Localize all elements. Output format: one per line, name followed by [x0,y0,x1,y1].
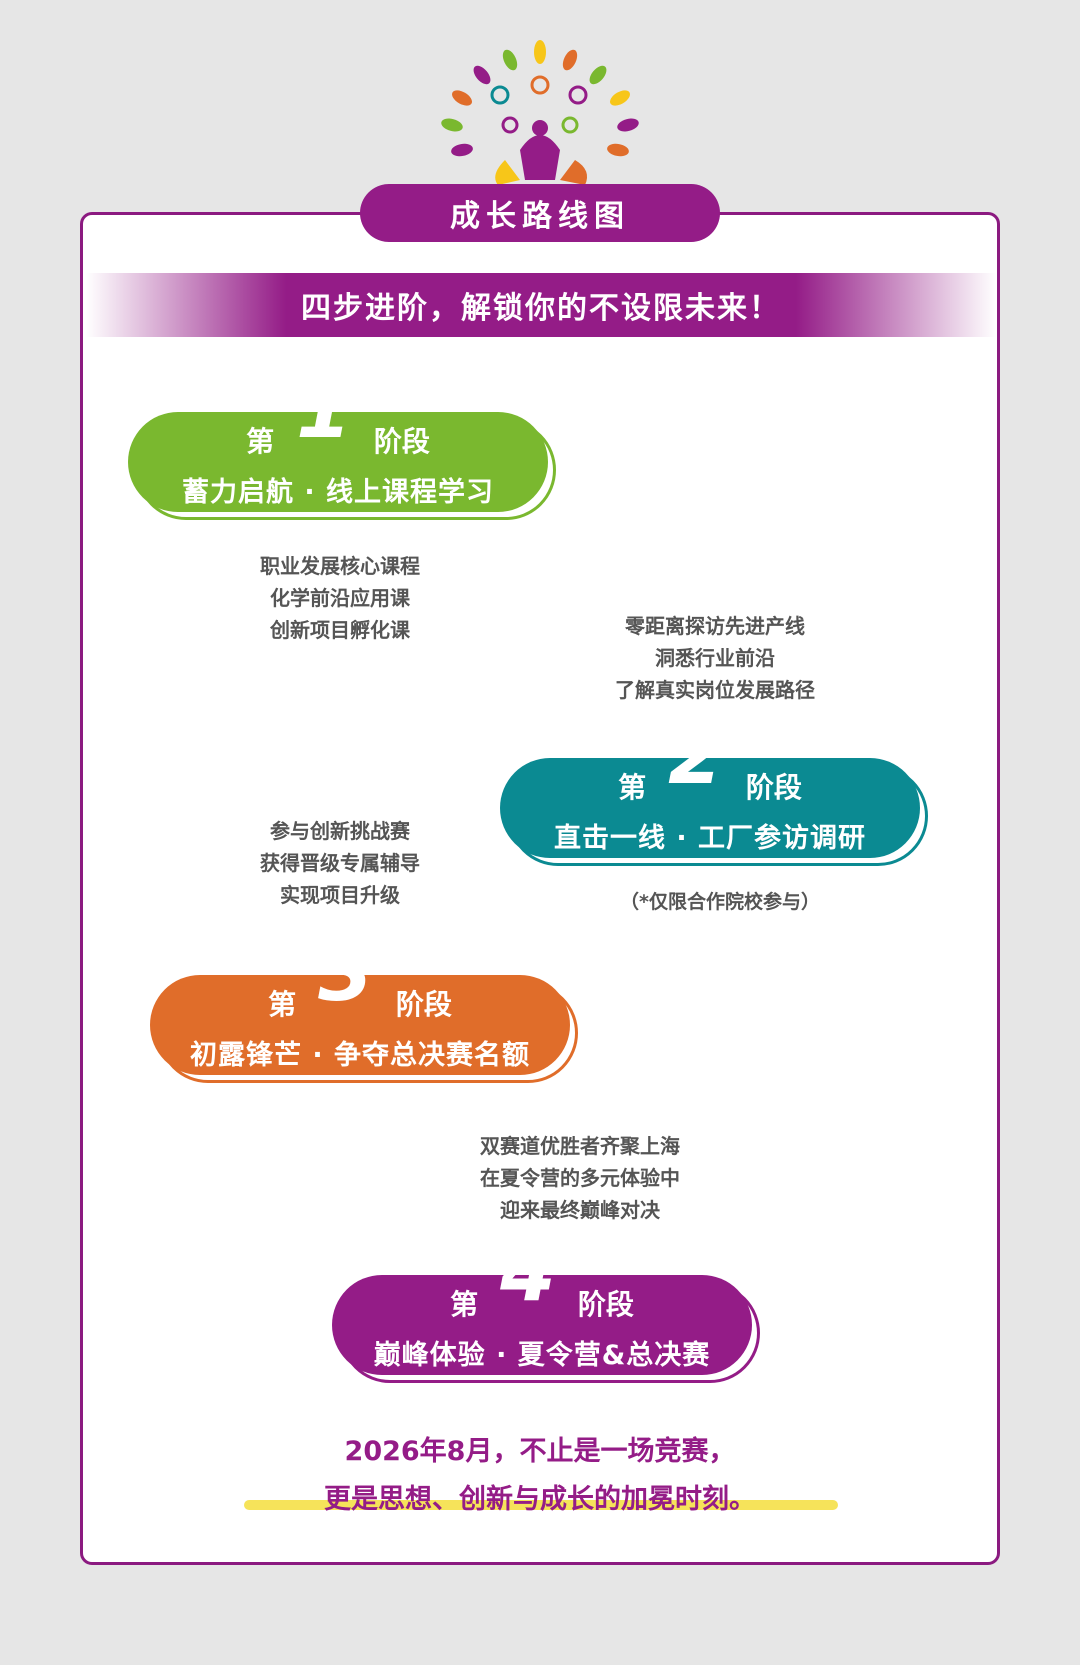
stage-2-details: 零距离探访先进产线 洞悉行业前沿 了解真实岗位发展路径 [570,610,860,706]
stage-number: 4 [500,1226,556,1319]
closing-statement: 2026年8月，不止是一场竞赛， 更是思想、创新与成长的加冕时刻。 [200,1428,880,1524]
slogan-banner: 四步进阶，解锁你的不设限未来！ [86,273,996,337]
stage-4-details: 双赛道优胜者齐聚上海 在夏令营的多元体验中 迎来最终巅峰对决 [440,1130,720,1226]
detail-line: 了解真实岗位发展路径 [615,678,815,702]
detail-line: 化学前沿应用课 [270,586,410,610]
detail-line: 迎来最终巅峰对决 [500,1198,660,1222]
page-title: 成长路线图 [360,184,720,242]
stage-1-details: 职业发展核心课程 化学前沿应用课 创新项目孵化课 [220,550,460,646]
detail-line: 双赛道优胜者齐聚上海 [480,1134,680,1158]
stage-number: 1 [296,363,352,456]
detail-line: 获得晋级专属辅导 [260,851,420,875]
stage-suffix: 阶段 [577,1288,634,1321]
stage-suffix: 阶段 [745,771,802,804]
stage-subtitle: 蓄力启航 · 线上课程学习 [181,477,495,508]
text-highlight [244,1500,838,1510]
detail-line: 职业发展核心课程 [260,554,420,578]
stage-subtitle: 直击一线 · 工厂参访调研 [553,823,867,854]
stage-number: 2 [668,709,724,802]
stage-word: 第 [618,771,647,804]
detail-line: 洞悉行业前沿 [655,646,775,670]
stage-4: 第 4 阶段 巅峰体验 · 夏令营&总决赛 [332,1233,760,1383]
closing-line-1: 2026年8月，不止是一场竞赛， [344,1436,736,1467]
detail-line: 实现项目升级 [280,883,400,907]
detail-line: 零距离探访先进产线 [625,614,805,638]
detail-line: 创新项目孵化课 [270,618,410,642]
stage-subtitle: 初露锋芒 · 争夺总决赛名额 [189,1040,531,1071]
stage-2: 第 2 阶段 直击一线 · 工厂参访调研 [500,716,928,866]
stage-3: 第 3 阶段 初露锋芒 · 争夺总决赛名额 [150,933,578,1083]
stage-1: 第 1 阶段 蓄力启航 · 线上课程学习 [128,370,556,520]
stage-3-details: 参与创新挑战赛 获得晋级专属辅导 实现项目升级 [220,815,460,911]
stage-2-note: （*仅限合作院校参与） [620,891,820,913]
tree-logo-icon [441,40,639,185]
stage-word: 第 [268,988,297,1021]
stage-word: 第 [246,425,275,458]
stage-subtitle: 巅峰体验 · 夏令营&总决赛 [373,1340,711,1371]
stage-suffix: 阶段 [395,988,452,1021]
stage-number: 3 [318,926,374,1019]
closing-line-2: 更是思想、创新与成长的加冕时刻。 [324,1484,756,1515]
detail-line: 参与创新挑战赛 [270,819,410,843]
detail-line: 在夏令营的多元体验中 [480,1166,680,1190]
stage-suffix: 阶段 [373,425,430,458]
stage-word: 第 [450,1288,479,1321]
